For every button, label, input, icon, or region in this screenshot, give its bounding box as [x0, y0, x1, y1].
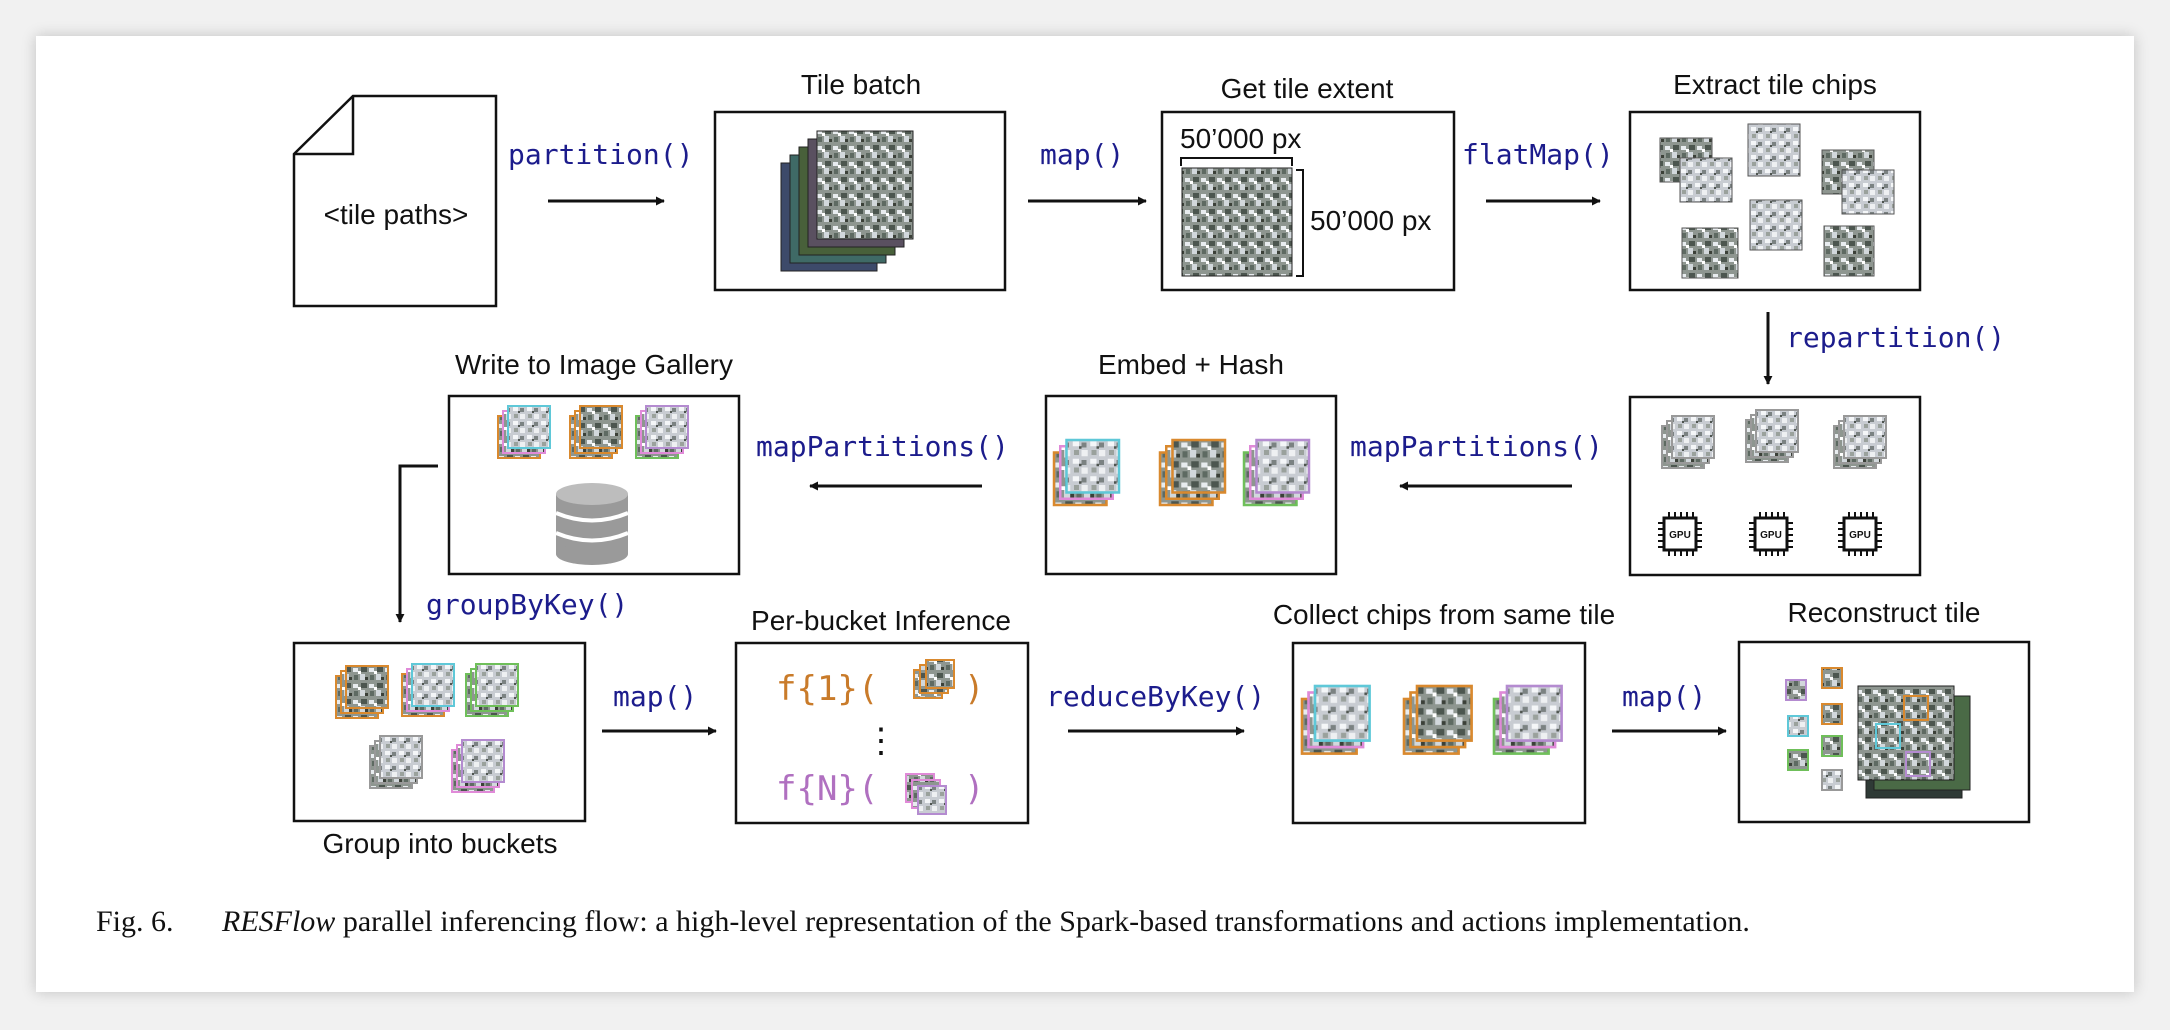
- extract-chips-scatter: [1659, 123, 1895, 279]
- embed-hash-title: Embed + Hash: [1098, 349, 1284, 380]
- extent-height-label: 50’000 px: [1310, 205, 1431, 236]
- f1-chip-stack: [913, 659, 955, 699]
- op-flatmap: flatMap(): [1462, 138, 1614, 171]
- group-buckets-title: Group into buckets: [322, 828, 557, 859]
- tile-batch-title: Tile batch: [801, 69, 921, 100]
- op-map-2: map(): [613, 680, 697, 713]
- gpu-icon-3: GPU: [1836, 510, 1884, 558]
- per-bucket-box: [734, 641, 1030, 825]
- fN-label: f{N}(: [776, 769, 878, 809]
- op-map-1: map(): [1040, 138, 1124, 171]
- op-partition: partition(): [508, 138, 693, 171]
- caption-number: Fig. 6.: [96, 905, 174, 938]
- collect-chip-stacks: [1300, 684, 1563, 755]
- tile-paths-label: <tile paths>: [324, 199, 469, 230]
- tile-batch-stack: [780, 130, 914, 272]
- op-mappartitions-2: mapPartitions(): [756, 430, 1009, 463]
- gpu-icon-2: GPU: [1747, 510, 1795, 558]
- fN-chip-stack: [905, 773, 947, 815]
- op-reducebykey: reduceByKey(): [1046, 680, 1265, 713]
- extract-tile-chips-title: Extract tile chips: [1673, 69, 1877, 100]
- svg-text:GPU: GPU: [1760, 530, 1782, 541]
- gpu-icon-1: GPU: [1656, 510, 1704, 558]
- op-groupbykey: groupByKey(): [426, 588, 628, 621]
- collect-chips-title: Collect chips from same tile: [1273, 599, 1615, 630]
- get-tile-extent-title: Get tile extent: [1221, 73, 1394, 104]
- caption-emphasis: RESFlow: [222, 905, 336, 938]
- embed-chip-stacks: [1052, 438, 1311, 507]
- reconstruct-tile-title: Reconstruct tile: [1788, 597, 1981, 628]
- per-bucket-title: Per-bucket Inference: [751, 605, 1011, 636]
- f1-label: f{1}(: [776, 669, 878, 709]
- inference-vdots: ⋮: [864, 721, 898, 761]
- extent-width-label: 50’000 px: [1180, 123, 1301, 154]
- gpu-chip-stacks: [1661, 409, 1887, 469]
- extent-width-bracket: [1180, 157, 1293, 166]
- fN-close-paren: ): [964, 769, 984, 809]
- extent-height-bracket: [1296, 169, 1304, 277]
- svg-text:GPU: GPU: [1849, 530, 1871, 541]
- arrow-groupbykey: [395, 464, 438, 623]
- caption-text: parallel inferencing flow: a high-level …: [335, 905, 1750, 938]
- op-map-3: map(): [1622, 680, 1706, 713]
- database-icon: [555, 483, 629, 565]
- f1-close-paren: ): [964, 669, 984, 709]
- op-mappartitions-1: mapPartitions(): [1350, 430, 1603, 463]
- extent-tile-image: [1181, 167, 1293, 277]
- write-gallery-title: Write to Image Gallery: [455, 349, 733, 380]
- op-repartition: repartition(): [1786, 321, 2005, 354]
- reconstruct-tile-stack: [1857, 685, 1971, 799]
- reconstruct-small-chips: [1785, 667, 1843, 791]
- svg-text:GPU: GPU: [1669, 530, 1691, 541]
- figure-caption: Fig. 6. RESFlow parallel inferencing flow…: [96, 905, 2096, 939]
- gallery-chip-stacks: [497, 405, 689, 459]
- tile-paths-node: <tile paths>: [292, 94, 498, 308]
